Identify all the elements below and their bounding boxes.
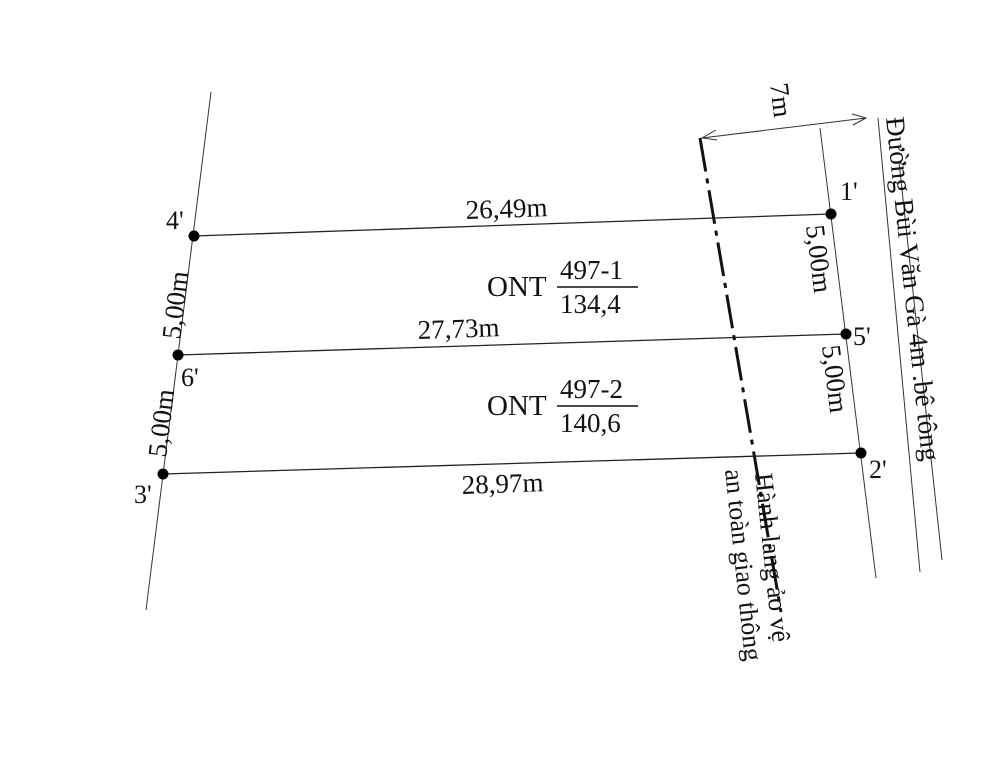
point-3-marker [157,468,169,480]
point-4-label: 4' [166,206,184,235]
length-left-upper-label: 5,00m [156,269,194,340]
parcel-1-number: 497-1 [560,255,623,285]
parcel-2-number: 497-2 [560,374,623,404]
length-bottom-label: 28,97m [461,467,544,500]
point-5-marker [840,328,852,340]
point-1-label: 1' [840,177,858,206]
point-3-label: 3' [134,480,152,509]
point-6-label: 6' [181,363,199,392]
parcel-1-type: ONT [487,271,547,303]
arrowhead-left-icon [700,129,718,141]
length-right-upper-label: 5,00m [800,223,838,294]
point-6-marker [172,349,184,361]
point-4-marker [188,230,200,242]
right-boundary-line [819,127,877,579]
parcel-line-bottom [162,452,862,475]
road-edge-line-inner [877,117,921,573]
corridor-dimension-line [701,117,867,139]
road-edge-line-outer [898,161,943,561]
length-top-label: 26,49m [465,192,548,225]
length-middle-label: 27,73m [417,312,500,345]
length-left-lower-label: 5,00m [142,387,180,458]
point-2-marker [855,447,867,459]
point-5-label: 5' [853,322,871,351]
parcel-line-middle [177,333,847,356]
safety-corridor-line [698,137,783,613]
point-1-marker [825,208,837,220]
parcel-line-top [193,213,832,237]
road-label: Đường Bùi Văn Gà 4m .bê tông [880,115,946,462]
corridor-width-label: 7m [764,81,798,119]
parcel-2-type: ONT [487,390,547,422]
parcel-2-area: 140,6 [560,408,621,438]
arrowhead-right-icon [851,113,868,126]
parcel-1-area: 134,4 [560,289,621,319]
point-2-label: 2' [869,455,887,484]
